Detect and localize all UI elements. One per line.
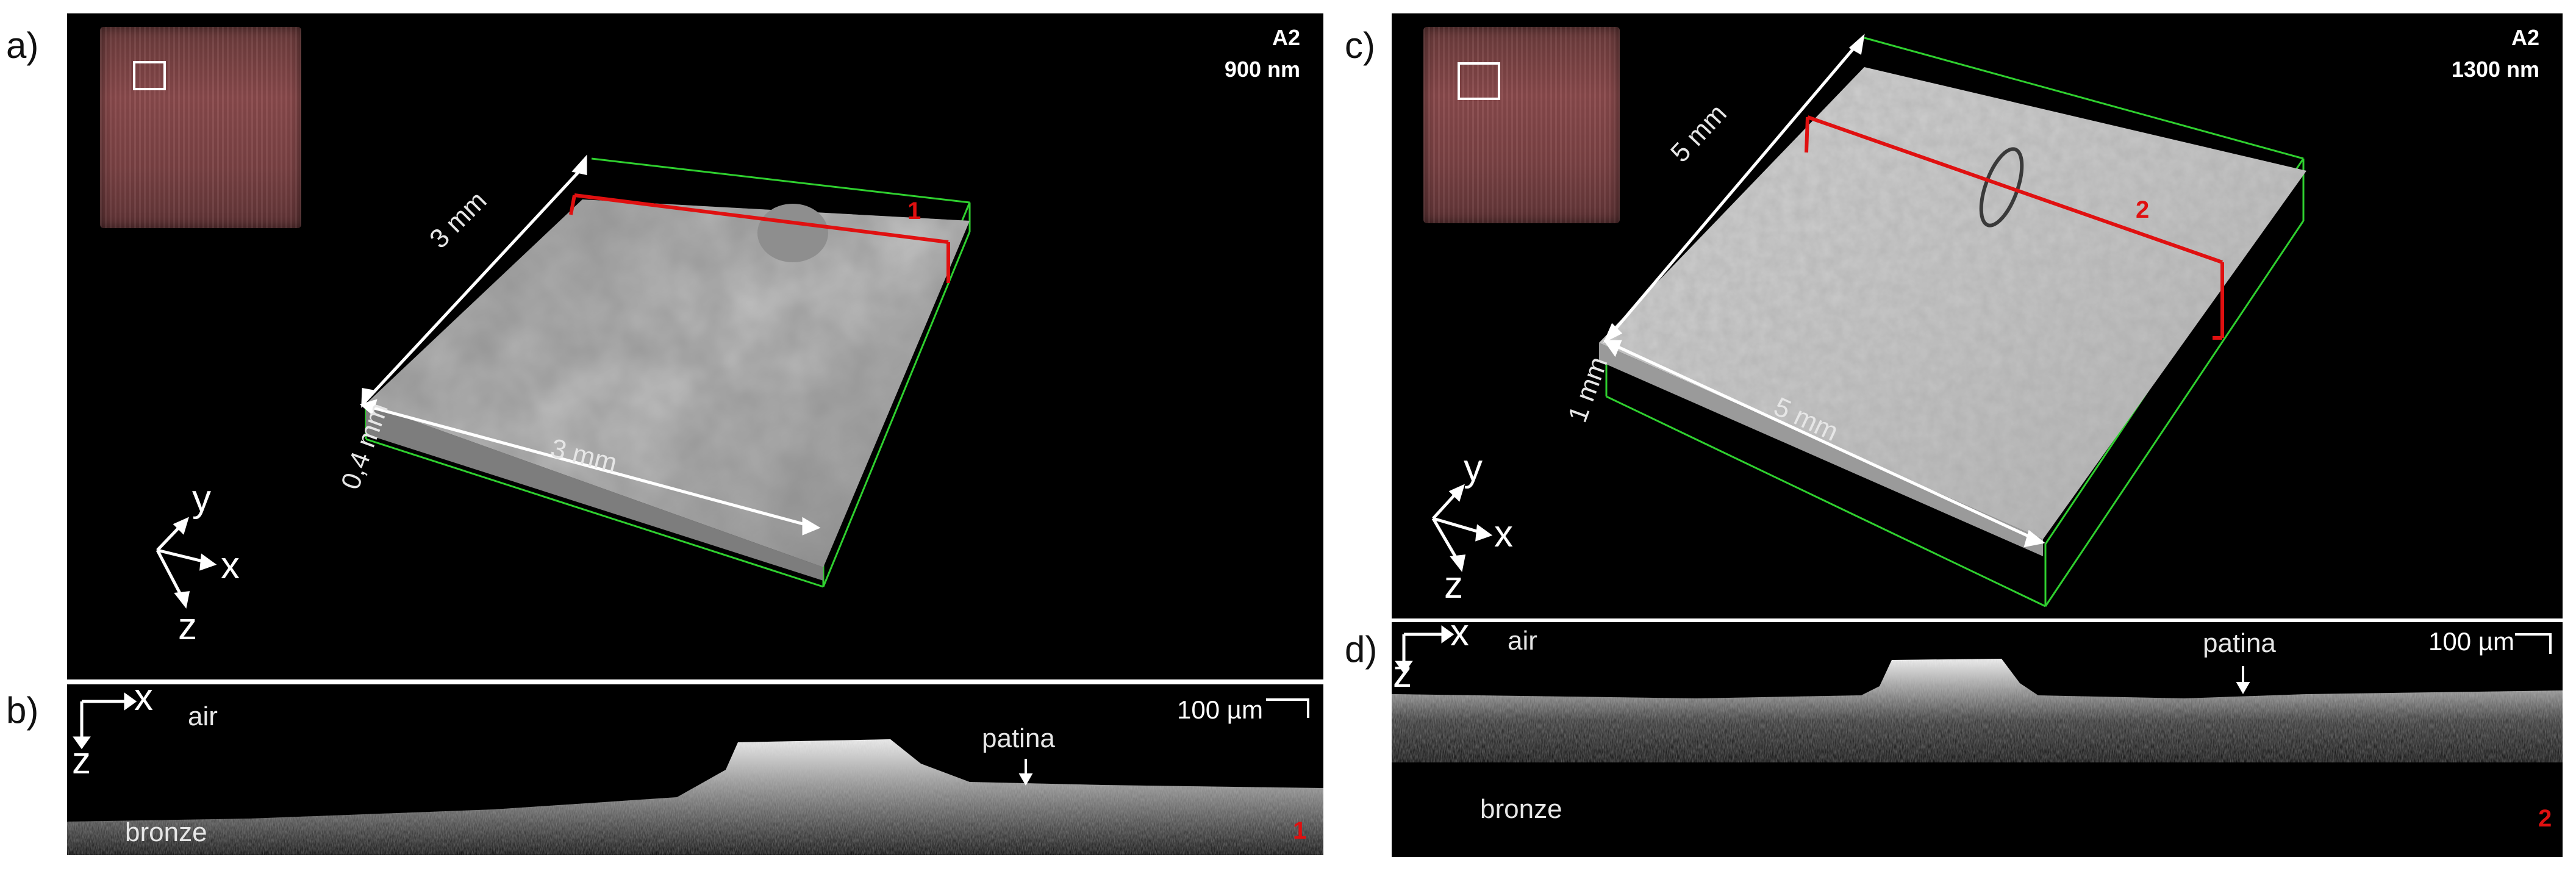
surface-bump-a (757, 204, 828, 262)
bscan-image-b (67, 692, 1323, 855)
bscan-axis-z-d: z (1393, 653, 1412, 695)
scale-bar-d (2515, 633, 2552, 654)
dimension-arrows-a (359, 154, 821, 536)
axis-label-y-a: y (192, 478, 211, 520)
sample-photo-c (1423, 27, 1620, 223)
bscan-image-d (1392, 625, 2563, 762)
patina-label-d: patina (2203, 628, 2276, 658)
volume-render-c (1431, 34, 2306, 608)
slice-number-d: 2 (2538, 805, 2552, 832)
coordinate-axes-c (1431, 484, 1493, 572)
wavelength-a: 900 nm (1224, 57, 1300, 82)
volume-render-a (156, 154, 971, 609)
bscan-axis-x-d: x (1450, 622, 1469, 654)
air-label-d: air (1508, 626, 1537, 656)
panel-label-c: c) (1345, 25, 1375, 66)
patina-label-b: patina (982, 723, 1055, 753)
sample-name-a: A2 (1272, 25, 1300, 50)
sample-name-c: A2 (2511, 25, 2539, 50)
axis-label-x-a: x (221, 545, 240, 587)
slice-number-b: 1 (1293, 817, 1307, 844)
wavelength-c: 1300 nm (2451, 57, 2539, 82)
slice-line-a (569, 193, 950, 283)
region-of-interest-box-c (1458, 62, 1500, 100)
panel-b-bscan: x z air patina bronze 100 µm 1 (67, 684, 1323, 855)
slice-number-c: 2 (2136, 196, 2150, 223)
panel-a-3d-view: A2 900 nm (67, 13, 1323, 679)
separator-a-b (67, 679, 1323, 683)
air-label-b: air (188, 701, 218, 731)
coordinate-axes-a (156, 517, 217, 609)
dimension-arrows-c (1603, 34, 2045, 548)
patina-arrow-d (2236, 666, 2250, 695)
scale-label-d: 100 µm (2428, 627, 2514, 656)
patina-arrow-b (1018, 759, 1033, 786)
bronze-label-d: bronze (1480, 794, 1562, 824)
panel-c-3d-view: A2 1300 nm (1392, 13, 2563, 618)
region-of-interest-box-a (133, 61, 166, 90)
scale-bar-b (1266, 698, 1309, 718)
sample-photo-a (100, 27, 301, 228)
surface-defect-c (1979, 147, 2024, 228)
axis-label-y-c: y (1464, 447, 1483, 489)
scale-label-b: 100 µm (1177, 695, 1263, 724)
sample-tag-a: A2 900 nm (1117, 22, 1300, 85)
bronze-label-b: bronze (125, 817, 207, 847)
axis-label-x-c: x (1494, 513, 1513, 555)
panel-label-a: a) (6, 25, 39, 66)
sample-tag-c: A2 1300 nm (2356, 22, 2539, 85)
bscan-axes-b (73, 692, 137, 750)
axis-label-z-a: z (178, 606, 197, 648)
bscan-axes-d (1395, 625, 1454, 674)
axis-label-z-c: z (1444, 564, 1463, 606)
bscan-axis-z-b: z (72, 740, 91, 782)
slice-number-a: 1 (907, 198, 921, 224)
panel-d-bscan: x z air patina bronze 100 µm 2 (1392, 622, 2563, 857)
slice-line-c (1805, 115, 2224, 340)
panel-label-b: b) (6, 690, 39, 731)
bscan-axis-x-b: x (134, 684, 153, 719)
panel-label-d: d) (1345, 629, 1378, 670)
separator-c-d (1392, 618, 2563, 622)
